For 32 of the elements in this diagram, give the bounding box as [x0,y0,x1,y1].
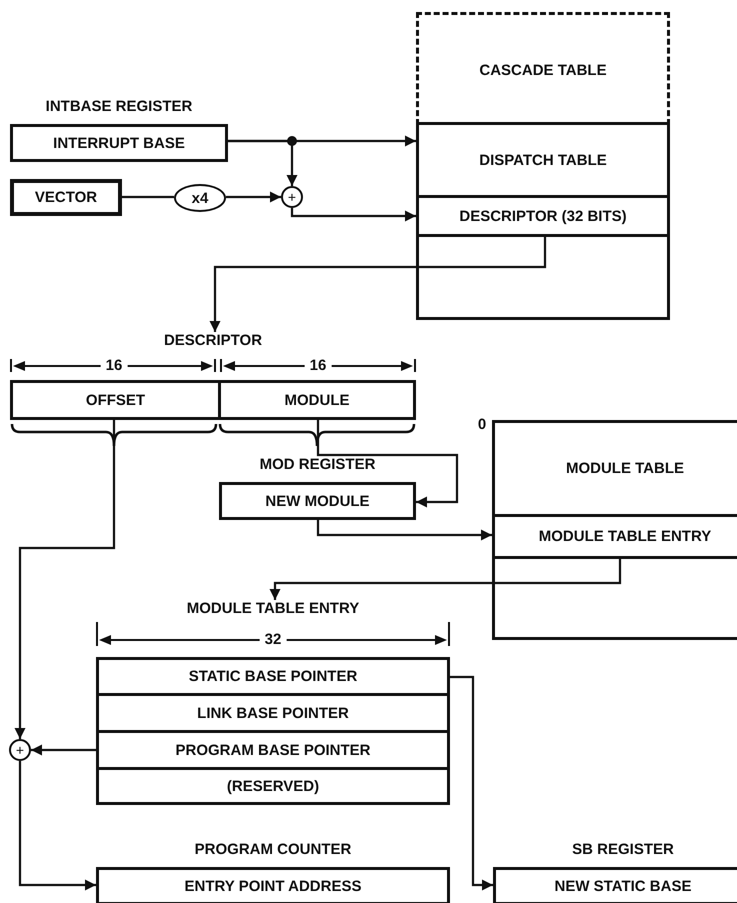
register-label: SB REGISTER [572,841,674,858]
table-row: MODULE [218,380,416,420]
table-frame [416,12,670,320]
table-row: OFFSET [10,380,221,420]
register-label: MOD REGISTER [260,456,376,473]
multiplier-ellipse: x4 [174,184,226,212]
summing-junction: + [9,739,31,761]
table-row: PROGRAM BASE POINTER [96,730,450,770]
arrow [290,208,416,222]
arrow [316,520,492,540]
table-row: STATIC BASE POINTER [96,657,450,696]
arrow [226,192,281,202]
table-row: (RESERVED) [96,767,450,805]
table-row: LINK BASE POINTER [96,693,450,733]
arrow [31,744,96,756]
arrow [316,420,458,508]
arrow [210,237,546,332]
register-label: PROGRAM COUNTER [194,841,352,858]
register-label: INTBASE REGISTER [46,98,192,115]
register-box: VECTOR [10,179,122,216]
table-heading: DESCRIPTOR [164,332,262,349]
arrow [270,559,622,600]
register-box: ENTRY POINT ADDRESS [96,867,450,903]
table-heading: MODULE TABLE ENTRY [186,600,360,617]
arrow [450,676,493,890]
register-box: INTERRUPT BASE [10,124,228,162]
register-box: NEW MODULE [219,482,416,520]
arrow [18,761,96,890]
arrow [14,420,116,739]
register-box: NEW STATIC BASE [493,867,737,903]
arrow [228,140,298,186]
summing-junction: + [281,186,303,208]
